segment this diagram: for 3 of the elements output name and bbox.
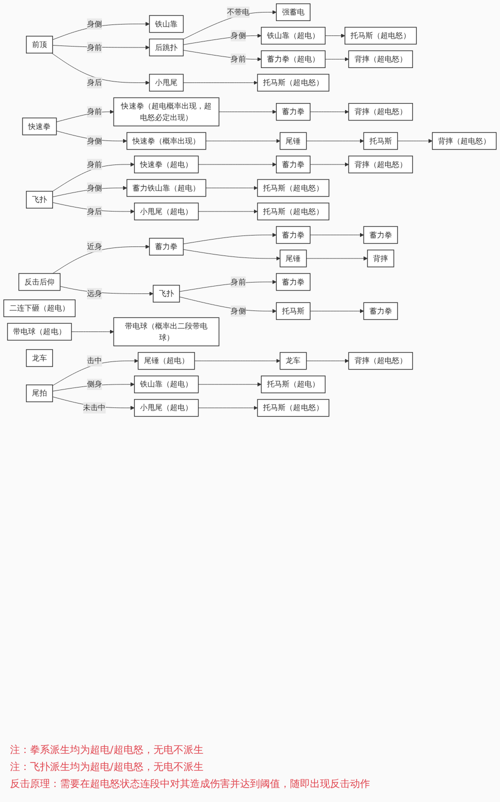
note-text: 注：拳系派生均为超电/超电怒，无电不派生 [10, 744, 204, 757]
note-text: 注：飞扑派生均为超电/超电怒，无电不派生 [10, 760, 204, 774]
note-text: 反击原理：需要在超电怒状态连段中对其造成伤害并达到阈值，随即出现反击动作 [10, 778, 371, 791]
